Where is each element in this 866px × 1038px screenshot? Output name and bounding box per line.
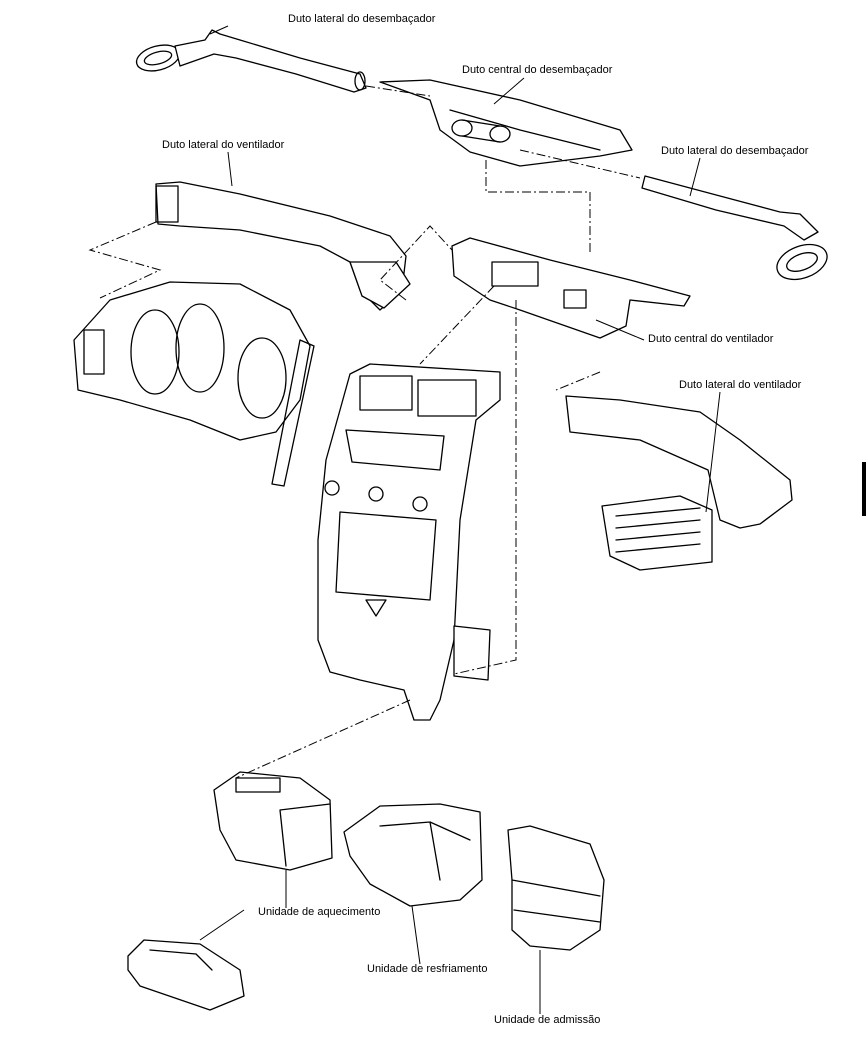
label-defroster-side-duct-right: Duto lateral do desembaçador bbox=[661, 145, 809, 157]
label-defroster-center-duct: Duto central do desembaçador bbox=[462, 64, 613, 76]
center-console-finisher bbox=[317, 363, 501, 721]
defroster-side-duct-left bbox=[135, 29, 367, 93]
label-heater-unit: Unidade de aquecimento bbox=[258, 906, 381, 918]
assembly-lines bbox=[88, 85, 641, 779]
cooling-unit bbox=[343, 803, 483, 907]
intake-unit bbox=[507, 825, 605, 951]
label-vent-center-duct: Duto central do ventilador bbox=[648, 333, 774, 345]
label-vent-side-duct-left: Duto lateral do ventilador bbox=[162, 139, 285, 151]
label-intake-unit: Unidade de admissão bbox=[494, 1014, 601, 1026]
page-edge-marker bbox=[862, 462, 866, 516]
vent-side-duct-left bbox=[155, 181, 411, 311]
vent-side-duct-right bbox=[565, 395, 793, 571]
label-vent-side-duct-right: Duto lateral do ventilador bbox=[679, 379, 802, 391]
leader-lines bbox=[199, 25, 721, 1014]
defroster-side-duct-right bbox=[641, 175, 828, 281]
vent-center-duct bbox=[451, 237, 691, 339]
heater-unit bbox=[213, 771, 333, 871]
label-defroster-side-duct-left: Duto lateral do desembaçador bbox=[288, 13, 436, 25]
instrument-cluster-lid bbox=[73, 281, 315, 487]
label-cooling-unit: Unidade de resfriamento bbox=[367, 963, 488, 975]
defroster-center-duct bbox=[379, 79, 633, 167]
heater-duct-lower bbox=[127, 939, 245, 1011]
